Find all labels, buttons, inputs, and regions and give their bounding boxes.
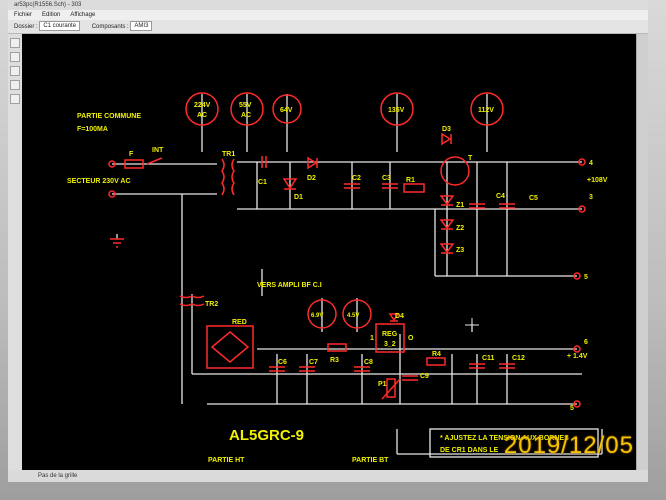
screen: ar53pc(R1556.Sch) - 303 Fichier Edition … — [8, 0, 648, 482]
svg-text:3_2: 3_2 — [384, 341, 396, 348]
svg-text:55V: 55V — [239, 102, 252, 109]
component-tool-icon[interactable] — [10, 80, 20, 90]
svg-text:C1: C1 — [258, 179, 267, 186]
svg-text:TR1: TR1 — [222, 151, 235, 158]
composants-select[interactable]: AMI3 — [130, 21, 153, 32]
svg-text:C6: C6 — [278, 359, 287, 366]
vertical-scrollbar[interactable] — [636, 34, 648, 470]
partie-bt-label: PARTIE BT — [352, 457, 389, 464]
svg-text:D3: D3 — [442, 126, 451, 133]
menu-item-fichier[interactable]: Fichier — [14, 12, 33, 18]
svg-text:D4: D4 — [395, 313, 404, 320]
schematic-canvas[interactable]: PARTIE COMMUNE F=100MA 224V AC 55V AC 64… — [22, 34, 636, 470]
photo-date-stamp: 2019/12/05 — [503, 432, 634, 459]
svg-text:+108V: +108V — [587, 177, 608, 184]
svg-text:AC: AC — [241, 112, 251, 119]
toolbar: Dossier : C1 courante Composants : AMI3 — [8, 20, 648, 34]
svg-text:C4: C4 — [496, 193, 505, 200]
header-subtitle: F=100MA — [77, 126, 108, 133]
svg-text:1: 1 — [370, 335, 374, 342]
menu-bar: Fichier Edition Affichage — [8, 10, 648, 20]
svg-text:4.5V: 4.5V — [347, 313, 359, 319]
svg-text:AC: AC — [197, 112, 207, 119]
svg-text:C7: C7 — [309, 359, 318, 366]
schematic-labels: PARTIE COMMUNE F=100MA 224V AC 55V AC 64… — [67, 102, 608, 464]
svg-text:P1: P1 — [378, 381, 387, 388]
svg-text:TR2: TR2 — [205, 301, 218, 308]
dossier-select[interactable]: C1 courante — [39, 21, 81, 32]
svg-text:112V: 112V — [478, 107, 494, 114]
svg-text:F: F — [129, 151, 134, 158]
header-title: PARTIE COMMUNE — [77, 113, 141, 120]
svg-text:C12: C12 — [512, 355, 525, 362]
svg-text:C11: C11 — [482, 355, 495, 362]
svg-text:C8: C8 — [364, 359, 373, 366]
composants-label: Composants : — [91, 24, 129, 30]
svg-text:RED: RED — [232, 319, 247, 326]
svg-text:64V: 64V — [280, 107, 293, 114]
dossier-label: Dossier : — [14, 24, 38, 30]
wires — [112, 94, 603, 458]
svg-text:C2: C2 — [352, 175, 361, 182]
select-tool-icon[interactable] — [10, 38, 20, 48]
svg-text:VERS AMPLI BF C.I: VERS AMPLI BF C.I — [257, 282, 322, 289]
schematic-drawing: PARTIE COMMUNE F=100MA 224V AC 55V AC 64… — [67, 92, 608, 464]
svg-text:5: 5 — [570, 405, 574, 412]
svg-text:D1: D1 — [294, 194, 303, 201]
svg-text:6.9V: 6.9V — [311, 313, 323, 319]
svg-text:+ 1.4V: + 1.4V — [567, 353, 588, 360]
svg-text:224V: 224V — [194, 102, 211, 109]
svg-text:SECTEUR 230V AC: SECTEUR 230V AC — [67, 178, 131, 185]
svg-text:Z1: Z1 — [456, 202, 464, 209]
svg-text:T: T — [468, 155, 473, 162]
menu-item-edition[interactable]: Edition — [42, 12, 61, 18]
svg-text:R3: R3 — [330, 357, 339, 364]
svg-text:O: O — [408, 335, 414, 342]
svg-text:D2: D2 — [307, 175, 316, 182]
status-bar: Pas de la grille — [8, 470, 648, 482]
svg-text:R1: R1 — [406, 177, 415, 184]
svg-text:C9: C9 — [420, 373, 429, 380]
svg-text:REG: REG — [382, 331, 398, 338]
svg-text:3: 3 — [589, 194, 593, 201]
cursor-cross-icon — [465, 318, 479, 332]
text-tool-icon[interactable] — [10, 66, 20, 76]
svg-text:Z2: Z2 — [456, 225, 464, 232]
svg-text:C3: C3 — [382, 175, 391, 182]
svg-text:6: 6 — [584, 339, 588, 346]
left-toolbox — [8, 34, 23, 470]
components — [108, 92, 586, 408]
svg-text:R4: R4 — [432, 351, 441, 358]
zoom-tool-icon[interactable] — [10, 94, 20, 104]
partie-ht-label: PARTIE HT — [208, 457, 245, 464]
window-title: ar53pc(R1556.Sch) - 303 — [8, 0, 648, 10]
model-number: AL5GRC-9 — [229, 427, 304, 444]
menu-item-affichage[interactable]: Affichage — [70, 12, 96, 18]
svg-text:5: 5 — [584, 274, 588, 281]
note-line-1: * AJUSTEZ LA TENSION AUX BORNES — [440, 435, 569, 442]
wire-tool-icon[interactable] — [10, 52, 20, 62]
svg-text:INT: INT — [152, 147, 164, 154]
svg-text:4: 4 — [589, 160, 593, 167]
note-line-2: DE CR1 DANS LE — [440, 447, 499, 454]
svg-text:C5: C5 — [529, 195, 538, 202]
svg-text:135V: 135V — [388, 107, 405, 114]
svg-text:Z3: Z3 — [456, 247, 464, 254]
